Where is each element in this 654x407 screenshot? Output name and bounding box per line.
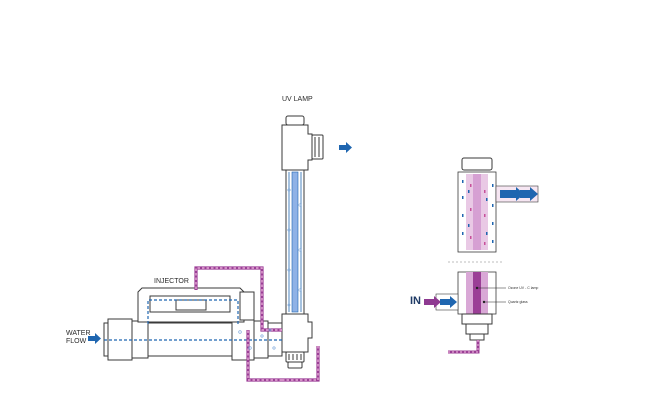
cutaway-detail (424, 157, 539, 354)
cutaway-bottom-nut (461, 313, 493, 325)
injector-body (137, 287, 245, 323)
uv-lamp-lower-tee (281, 313, 313, 353)
uv-lamp-outlet-nut (311, 134, 324, 160)
cutaway-ozone-marks (470, 184, 486, 245)
uv-lamp-glow (291, 171, 299, 313)
water-flow-label-line2: FLOW (66, 338, 87, 345)
cutaway-outlet-arrow-icon (500, 187, 524, 201)
uv-lamp-top-cap (285, 115, 305, 126)
cutaway-top-cap (461, 157, 493, 171)
cutaway-water-marks (462, 180, 494, 243)
main-pipe (103, 287, 283, 361)
in-arrow-icon (424, 296, 441, 308)
uv-lamp-upper-tee (281, 124, 313, 171)
ozone-lamp-label: Ozone UV - C lamp (508, 286, 539, 290)
quartz-glass-label: Quartz glass (508, 300, 528, 304)
uv-lamp-bottom-cap (287, 361, 303, 369)
pipe-bubbles (238, 328, 276, 350)
uv-lamp-label: UV LAMP (282, 96, 313, 103)
uv-tube-bubbles (287, 188, 302, 307)
uv-lamp-assembly (281, 115, 324, 369)
inlet-arrow-icon (88, 333, 101, 344)
water-flow-label-line1: WATER (66, 330, 91, 337)
injector-water-flow (104, 299, 282, 341)
in-label: IN (410, 295, 421, 307)
injector-label: INJECTOR (154, 278, 189, 285)
outlet-arrow-icon (339, 142, 352, 153)
